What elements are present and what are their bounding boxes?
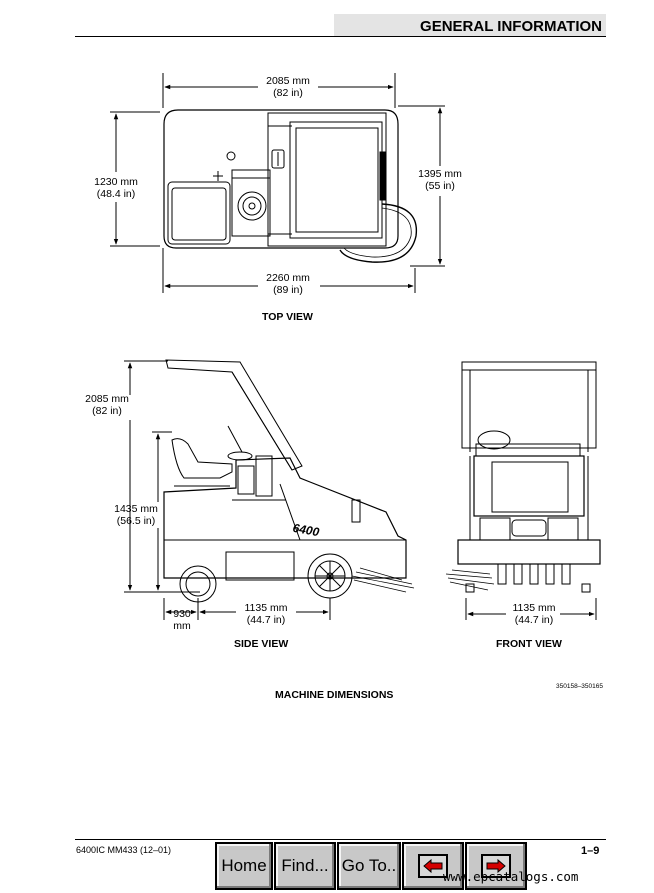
home-button[interactable]: Home [215,842,273,890]
right-arrow-glyph [486,859,506,873]
side-view-wheelbase-mm: 1135 mm [244,602,288,614]
side-view-wheel-offset-unit: mm [173,620,191,632]
left-arrow-glyph [423,859,443,873]
footer-page-number: 1–9 [581,845,600,857]
top-view-height-left-mm: 1230 mm [94,176,138,188]
top-view-width-bottom-in: (89 in) [273,284,303,296]
front-view-track-mm: 1135 mm [512,602,556,614]
figure-caption: MACHINE DIMENSIONS [275,689,394,701]
header-rule [75,36,606,37]
find-button-label: Find... [281,856,329,875]
side-view-body-height-in: (56.5 in) [116,515,156,527]
front-view-track-in: (44.7 in) [514,614,554,626]
side-view-wheel-offset-value: 930 [173,608,191,620]
side-view-body-height-mm: 1435 mm [114,503,158,515]
figure-code: 350158–350165 [556,683,603,690]
top-view-height-right-mm: 1395 mm [418,168,462,180]
watermark: www.epcatalogs.com [443,869,579,884]
footer-rule [75,839,606,840]
front-view-drawing [445,361,601,620]
top-view-width-top-mm: 2085 mm [266,75,310,87]
page-header-title: GENERAL INFORMATION [334,14,606,36]
previous-page-button[interactable] [402,842,464,890]
home-button-label: Home [221,856,267,875]
goto-button[interactable]: Go To.. [337,842,401,890]
find-button[interactable]: Find... [274,842,336,890]
top-view-height-left-in: (48.4 in) [96,188,136,200]
top-view-height-right-in: (55 in) [425,180,455,192]
side-view-caption: SIDE VIEW [234,638,289,650]
goto-button-label: Go To.. [341,856,397,875]
top-view-drawing [110,73,445,293]
left-arrow-icon [418,854,448,878]
side-view-overall-height-mm: 2085 mm [85,393,129,405]
front-view-caption: FRONT VIEW [496,638,562,650]
footer-document-id: 6400IC MM433 (12–01) [76,845,172,855]
side-view-drawing [124,359,415,620]
next-page-button[interactable] [465,842,527,890]
top-view-caption: TOP VIEW [262,311,313,323]
side-view-overall-height-in: (82 in) [92,405,122,417]
top-view-width-top-in: (82 in) [273,87,303,99]
top-view-width-bottom-mm: 2260 mm [266,272,310,284]
side-view-wheelbase-in: (44.7 in) [246,614,286,626]
right-arrow-icon [481,854,511,878]
